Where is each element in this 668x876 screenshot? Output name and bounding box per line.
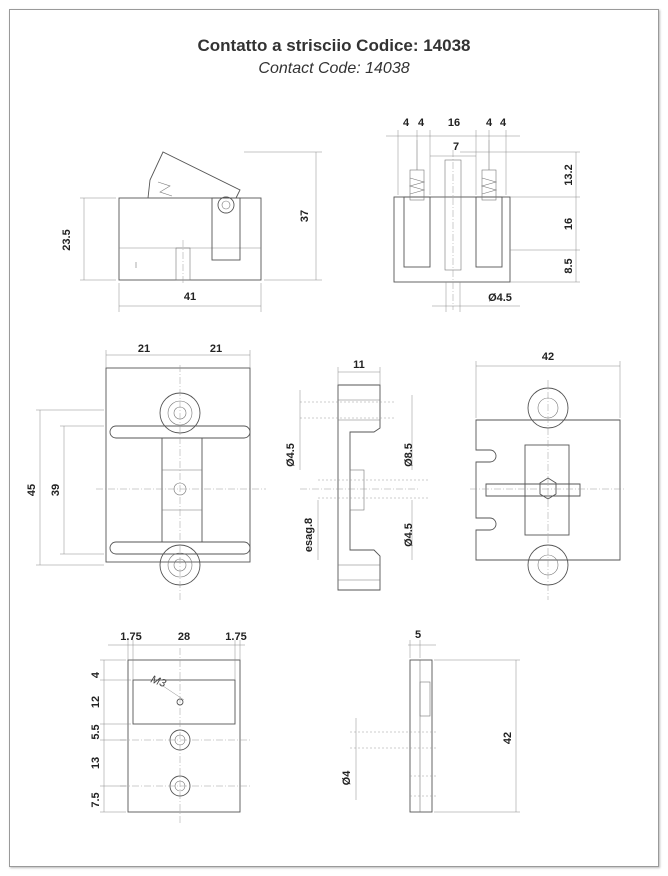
plate-dim-v3: 5.5 [90, 724, 102, 739]
right-view [470, 361, 625, 600]
plate-dim-w1: 1.75 [120, 631, 141, 643]
front-dim-6: 7 [453, 141, 459, 153]
right-width-label: 42 [542, 351, 554, 363]
side-view [80, 151, 322, 312]
side-total-height-label: 37 [299, 210, 311, 222]
plate-dim-v4: 13 [90, 757, 102, 769]
drawing-title: Contatto a strisciio Codice: 14038 [197, 36, 471, 55]
section-hex: esag.8 [303, 518, 315, 552]
top-view [36, 350, 266, 600]
top-width-right: 21 [210, 343, 222, 355]
front-dim-1: 4 [403, 117, 410, 129]
front-dim-9: 8.5 [563, 258, 575, 273]
side-height-label: 23.5 [61, 229, 73, 250]
front-dim-3: 16 [448, 117, 460, 129]
front-view [386, 130, 580, 312]
drawing-subtitle: Contact Code: 14038 [258, 60, 410, 77]
plate-view [100, 640, 250, 825]
section-dia-a: Ø4.5 [285, 443, 297, 467]
front-dim-7: 13.2 [563, 164, 575, 185]
plate-dim-v2: 12 [90, 696, 102, 708]
section-dia-d: Ø4.5 [403, 523, 415, 547]
section-dia-b: Ø8.5 [403, 443, 415, 467]
plate-dim-v5: 7.5 [90, 792, 102, 807]
front-dim-5: 4 [500, 117, 507, 129]
top-height-inner: 39 [50, 484, 62, 496]
front-dim-2: 4 [418, 117, 425, 129]
front-dim-10: Ø4.5 [488, 292, 512, 304]
plate-dim-v1: 4 [90, 671, 102, 678]
plate-side-dia: Ø4 [341, 770, 353, 786]
plate-side-width: 5 [415, 629, 421, 641]
plate-dim-w2: 28 [178, 631, 190, 643]
plate-side-view [350, 640, 520, 813]
side-width-label: 41 [184, 291, 196, 303]
top-width-left: 21 [138, 343, 150, 355]
front-dim-8: 16 [563, 218, 575, 230]
section-view [299, 367, 430, 591]
plate-dim-w3: 1.75 [225, 631, 246, 643]
plate-side-height: 42 [502, 732, 514, 744]
plate-thread-label: M3 [149, 674, 168, 691]
section-width-label: 11 [353, 359, 365, 371]
top-height-outer: 45 [26, 484, 38, 496]
front-dim-4: 4 [486, 117, 493, 129]
